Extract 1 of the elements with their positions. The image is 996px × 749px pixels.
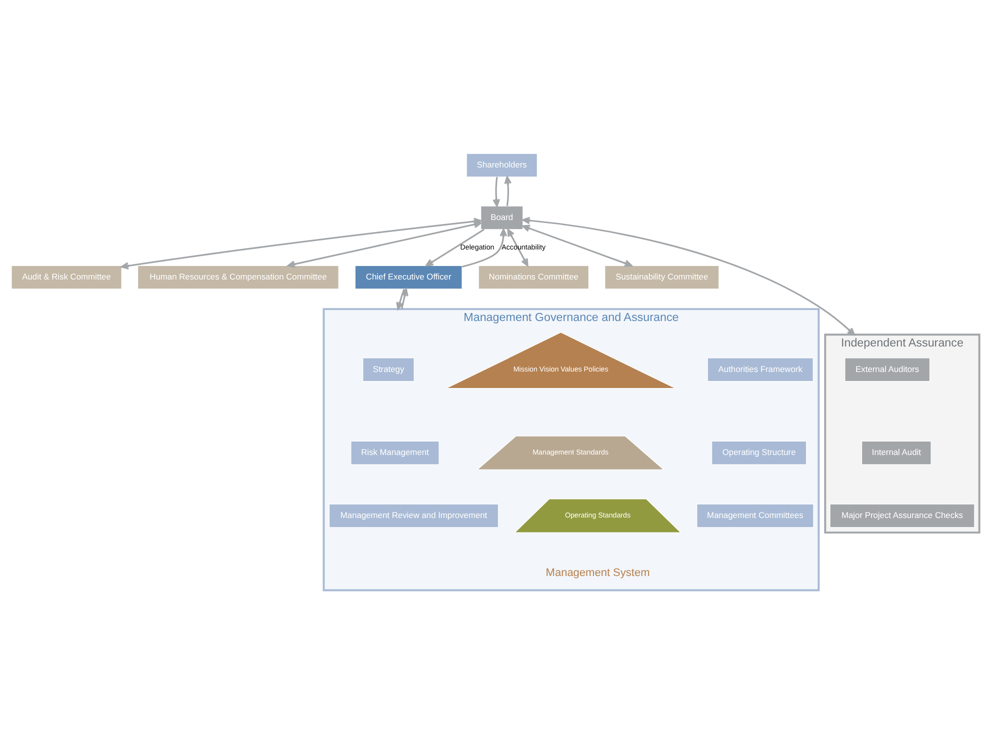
label: Management System <box>546 567 650 580</box>
